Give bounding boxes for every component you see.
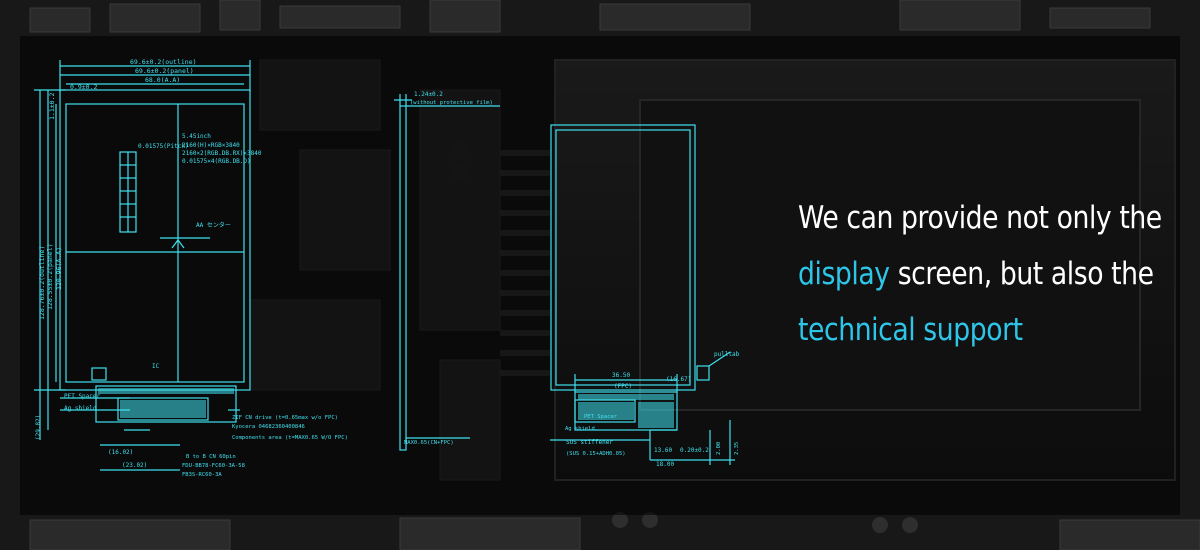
label-dim-18: 18.00	[656, 461, 674, 468]
label-dim-020: 0.20±0.2	[680, 447, 709, 454]
label-thickness: 1.24±0.2	[414, 91, 443, 98]
label-part-2: FB3S-RC60-3A	[182, 472, 222, 478]
label-max-thickness: MAX0.65(CN+FPC)	[404, 440, 454, 446]
headline-line-1: We can provide not only the	[798, 200, 1162, 236]
label-dim-1667: (16.67)	[666, 376, 691, 383]
label-dim-23: (23.02)	[122, 462, 147, 469]
label-spec-3: 2160×2(RGB.DB.RX)×3840	[182, 150, 262, 157]
label-fpc: (FPC)	[614, 383, 632, 390]
headline-line-2: display screen, but also the	[798, 246, 1154, 302]
label-top-gap: 0.9±0.2	[70, 83, 97, 91]
label-kyocera: Kyocera 04682360400846	[232, 424, 305, 430]
label-ic: IC	[152, 363, 160, 370]
label-vertical-panel: 128.55±0.2(panel)	[46, 243, 54, 310]
label-connector: B to B CN 60pin	[186, 454, 236, 460]
label-panel-width: 69.6±0.2(panel)	[135, 67, 194, 75]
headline-accent-technical-support: technical support	[798, 312, 1023, 348]
label-dim-29: (29.82)	[35, 415, 42, 440]
label-part-1: FDU-BB78-FC60-3A-58	[182, 463, 245, 469]
headline: We can provide not only the display scre…	[798, 190, 1162, 358]
label-spec-4: 0.01575×4(RGB.DB.D)	[182, 158, 251, 165]
label-dim-1360: 13.60	[654, 447, 672, 454]
label-vertical-outline: 128.76±0.2(outline)	[38, 246, 46, 320]
label-fpc-width: 36.50	[612, 372, 630, 379]
label-dim-200: 2.00	[716, 442, 722, 455]
label-aa-center: AA センター	[196, 221, 231, 229]
label-pitch: 0.01575(Pitch)	[138, 143, 189, 150]
label-pull-tab: pulltab	[714, 351, 740, 358]
label-stiffener: SUS stiffener	[566, 439, 613, 446]
label-dim-16: (16.02)	[108, 449, 133, 456]
label-ag-shield: Ag shield	[64, 405, 97, 412]
dark-overlay-panel	[20, 36, 1180, 515]
label-pet-spacer: PET Spacer	[64, 393, 101, 400]
label-ag-shield-right: Ag shield	[565, 426, 595, 432]
label-outline-width: 69.6±0.2(outline)	[130, 58, 197, 66]
label-without-film: (without protective film)	[410, 100, 493, 106]
label-spec-2: 2160(H)×RGB×3840	[182, 142, 240, 149]
label-stiffener-2: (SUS 0.15+ADH0.05)	[566, 451, 626, 457]
label-pet-spacer-right: PET Spacer	[584, 414, 618, 420]
label-side-left: 1.1±0.2	[48, 93, 56, 120]
headline-accent-display: display	[798, 256, 890, 292]
label-vertical-aa: 120.96(A.A)	[55, 247, 63, 290]
headline-line-2-rest: screen, but also the	[889, 256, 1154, 292]
label-aa-width: 68.0(A.A)	[145, 76, 180, 84]
label-fpc-drive: ZIF CN drive (t=0.65max w/o FPC)	[232, 415, 338, 421]
label-dim-235: 2.35	[734, 442, 740, 455]
label-spec-1: 5.45inch	[182, 133, 211, 140]
label-components: Components area (t=MAX0.65 W/O FPC)	[232, 435, 348, 441]
